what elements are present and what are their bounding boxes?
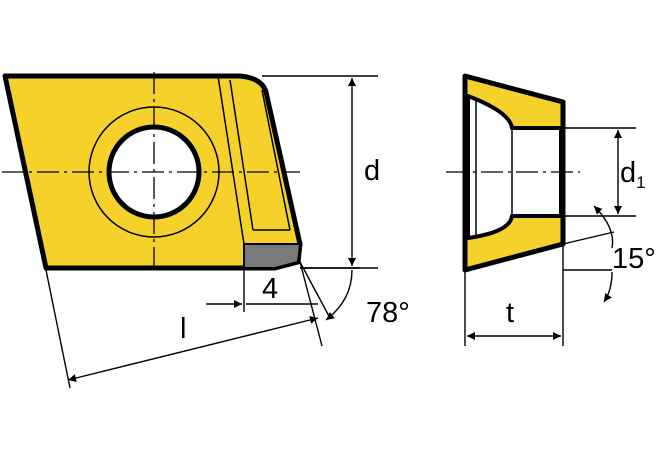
dimension-label-d1: d1: [620, 157, 646, 192]
angle-78: 78°: [300, 267, 410, 329]
dimension-t: t: [464, 246, 564, 346]
dimension-label-d: d: [364, 155, 380, 187]
dimension-label-t: t: [506, 297, 514, 329]
side-bore: [466, 94, 563, 240]
dimension-l: l: [45, 261, 323, 389]
angle-15: 15°: [562, 205, 656, 303]
carbide-tip: [243, 243, 302, 269]
insert-top-view: [2, 72, 303, 271]
facet-line: [229, 79, 254, 231]
dimension-d1: d1: [565, 127, 646, 217]
dimension-label-chamfer: 4: [262, 273, 278, 305]
dimension-label-l: l: [180, 313, 186, 345]
facet-line: [261, 89, 291, 231]
angle-label-15: 15°: [612, 243, 656, 275]
insert-side-view: [446, 73, 580, 273]
facet-line: [217, 75, 245, 245]
angle-label-78: 78°: [366, 297, 410, 329]
dimension-chamfer: 4: [206, 261, 331, 319]
